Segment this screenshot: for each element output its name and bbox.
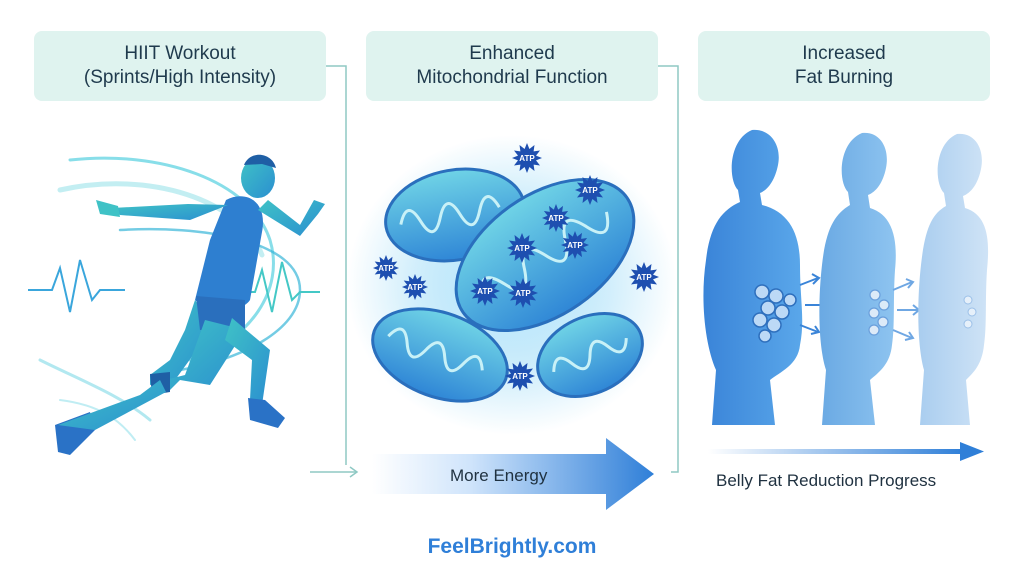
- progress-arrow: [708, 442, 984, 461]
- atp-burst-icon: ATP: [402, 274, 428, 300]
- title-connectors: [310, 65, 679, 478]
- atp-burst-icon: ATP: [373, 255, 399, 281]
- fat-cells-icon: [752, 284, 797, 343]
- mitochondrion-icon: [536, 311, 644, 399]
- atp-label: ATP: [548, 214, 564, 223]
- panel-title-hiit: HIIT Workout (Sprints/High Intensity): [34, 31, 326, 101]
- more-energy-arrow: [372, 438, 654, 510]
- atp-burst-icon: ATP: [561, 231, 589, 259]
- right-arrow-icon: [892, 278, 921, 341]
- panel-title-line: Mitochondrial Function: [416, 67, 608, 88]
- fat-reduction-progress-label: Belly Fat Reduction Progress: [716, 471, 937, 490]
- panel-title-line: Enhanced: [469, 43, 555, 64]
- atp-label: ATP: [515, 289, 531, 298]
- atp-label: ATP: [477, 287, 493, 296]
- atp-label: ATP: [514, 244, 530, 253]
- atp-bursts: ATP ATP ATP ATP ATP ATP ATP ATP ATP ATP ATP: [373, 143, 659, 391]
- atp-burst-icon: ATP: [512, 143, 542, 173]
- atp-label: ATP: [378, 264, 394, 273]
- atp-label: ATP: [582, 186, 598, 195]
- atp-label: ATP: [407, 283, 423, 292]
- mitochondria-illustration: ATP ATP ATP ATP ATP ATP ATP ATP ATP ATP ATP: [347, 135, 677, 435]
- panel-title-line: Increased: [802, 43, 886, 64]
- atp-burst-icon: ATP: [575, 175, 605, 205]
- sprinter-illustration: [28, 154, 325, 455]
- panel-title-line: (Sprints/High Intensity): [83, 67, 277, 88]
- sprinter-figure-icon: [55, 154, 325, 455]
- mitochondrion-icon: [371, 307, 509, 403]
- atp-burst-icon: ATP: [629, 262, 659, 292]
- fat-cells-icon: [868, 289, 890, 336]
- mitochondrion-icon: [454, 177, 636, 333]
- body-silhouette-icon: [819, 132, 921, 425]
- body-silhouette-icon: [918, 133, 989, 425]
- atp-label: ATP: [519, 154, 535, 163]
- heartbeat-line-icon: [235, 261, 320, 313]
- atp-burst-icon: ATP: [542, 204, 570, 232]
- atp-burst-icon: ATP: [507, 233, 537, 263]
- atp-burst-icon: ATP: [470, 276, 500, 306]
- panel-title-line: Fat Burning: [794, 67, 894, 88]
- brand-footer: FeelBrightly.com: [427, 535, 597, 558]
- atp-label: ATP: [512, 372, 528, 381]
- atp-burst-icon: ATP: [505, 361, 535, 391]
- panel-title-line: HIIT Workout: [124, 43, 236, 64]
- panel-title-mitochondria: Enhanced Mitochondrial Function: [366, 31, 658, 101]
- heartbeat-line-icon: [28, 259, 125, 313]
- fat-cells-icon: [963, 295, 977, 329]
- fat-burning-illustration: [703, 129, 989, 425]
- atp-label: ATP: [636, 273, 652, 282]
- body-silhouette-icon: [703, 129, 828, 425]
- more-energy-label: More Energy: [450, 466, 548, 485]
- atp-label: ATP: [567, 241, 583, 250]
- atp-burst-icon: ATP: [508, 278, 538, 308]
- panel-title-fat-burning: Increased Fat Burning: [698, 31, 990, 101]
